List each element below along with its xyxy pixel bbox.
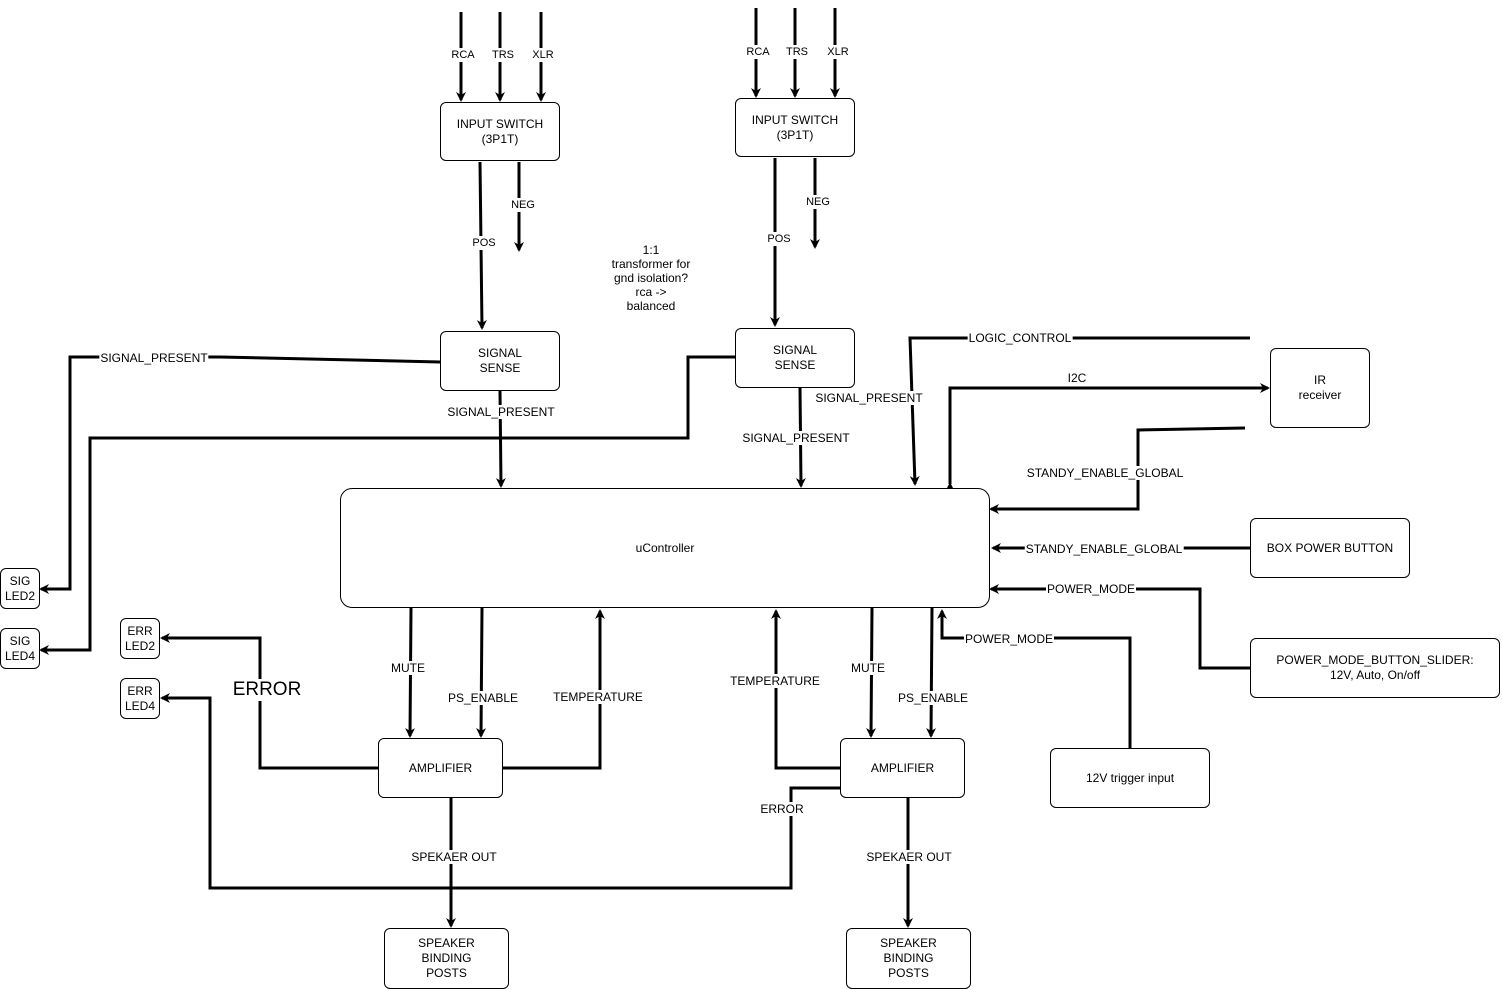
input-switch-1: INPUT SWITCH (3P1T)	[440, 102, 560, 161]
label-speaker-out-2: SPEKAER OUT	[865, 850, 953, 864]
ucontroller-block: uController	[340, 488, 990, 608]
label-neg-2: NEG	[805, 195, 831, 209]
label-pos-1: POS	[471, 236, 497, 250]
label-mute-2: MUTE	[850, 661, 886, 675]
signal-sense-1: SIGNAL SENSE	[440, 331, 560, 391]
label-signal-present-1: SIGNAL_PRESENT	[446, 405, 556, 419]
speaker-posts-2-block: SPEAKER BINDING POSTS	[846, 928, 971, 989]
label-standy-enable-global-1: STANDY_ENABLE_GLOBAL	[1025, 466, 1185, 480]
wire-ps-enable-1	[476, 607, 487, 738]
label-signal-present-led: SIGNAL_PRESENT	[99, 351, 209, 365]
err-led4-block: ERR LED4	[120, 678, 160, 719]
trigger-input-block: 12V trigger input	[1050, 748, 1210, 808]
label-standy-enable-global-2: STANDY_ENABLE_GLOBAL	[1024, 542, 1184, 556]
label-xlr-1: XLR	[531, 48, 555, 62]
wire-sig-led2	[39, 355, 441, 594]
label-power-mode-2: POWER_MODE	[963, 632, 1055, 646]
wire-logic-control	[908, 336, 1250, 486]
label-logic-control: LOGIC_CONTROL	[967, 331, 1073, 345]
label-error-2: ERROR	[759, 802, 805, 816]
label-signal-present-3: SIGNAL_PRESENT	[741, 431, 851, 445]
label-power-mode-1: POWER_MODE	[1045, 582, 1137, 596]
wire-error-led2	[160, 633, 378, 770]
ir-receiver-block: IR receiver	[1270, 348, 1370, 428]
label-temperature-1: TEMPERATURE	[552, 690, 644, 704]
label-xlr-2: XLR	[826, 45, 850, 59]
label-error-big: ERROR	[231, 679, 303, 701]
amplifier-1-block: AMPLIFIER	[378, 738, 503, 798]
label-ps-enable-2: PS_ENABLE	[896, 691, 970, 705]
wire-ps-enable-2	[926, 607, 937, 738]
wire-temperature-1	[503, 609, 605, 770]
label-pos-2: POS	[766, 232, 792, 246]
speaker-posts-1-block: SPEAKER BINDING POSTS	[384, 928, 509, 989]
sig-led4-block: SIG LED4	[0, 628, 40, 669]
label-signal-present-2: SIGNAL_PRESENT	[814, 391, 924, 405]
label-trs-2: TRS	[785, 45, 809, 59]
wire-temperature-2	[771, 609, 840, 770]
label-mute-1: MUTE	[390, 661, 426, 675]
wire-power-mode-1	[989, 584, 1250, 670]
amplifier-2-block: AMPLIFIER	[840, 738, 965, 798]
label-rca-1: RCA	[450, 48, 476, 62]
label-trs-1: TRS	[491, 48, 515, 62]
label-temperature-2: TEMPERATURE	[729, 674, 821, 688]
box-power-button-block: BOX POWER BUTTON	[1250, 518, 1410, 578]
label-i2c: I2C	[1066, 371, 1088, 385]
label-speaker-out-1: SPEKAER OUT	[410, 850, 498, 864]
label-neg-1: NEG	[510, 198, 536, 212]
wire-sig-led4	[39, 355, 735, 655]
err-led2-block: ERR LED2	[120, 618, 160, 659]
transformer-note: 1:1 transformer for gnd isolation? rca -…	[611, 243, 691, 313]
power-mode-button-slider-block: POWER_MODE_BUTTON_SLIDER: 12V, Auto, On/…	[1250, 638, 1500, 698]
wire-i2c	[945, 383, 1270, 492]
label-rca-2: RCA	[745, 45, 771, 59]
signal-sense-2: SIGNAL SENSE	[735, 328, 855, 388]
label-ps-enable-1: PS_ENABLE	[446, 691, 520, 705]
wire-error-led4	[160, 693, 840, 890]
sig-led2-block: SIG LED2	[0, 568, 40, 609]
input-switch-2: INPUT SWITCH (3P1T)	[735, 98, 855, 157]
